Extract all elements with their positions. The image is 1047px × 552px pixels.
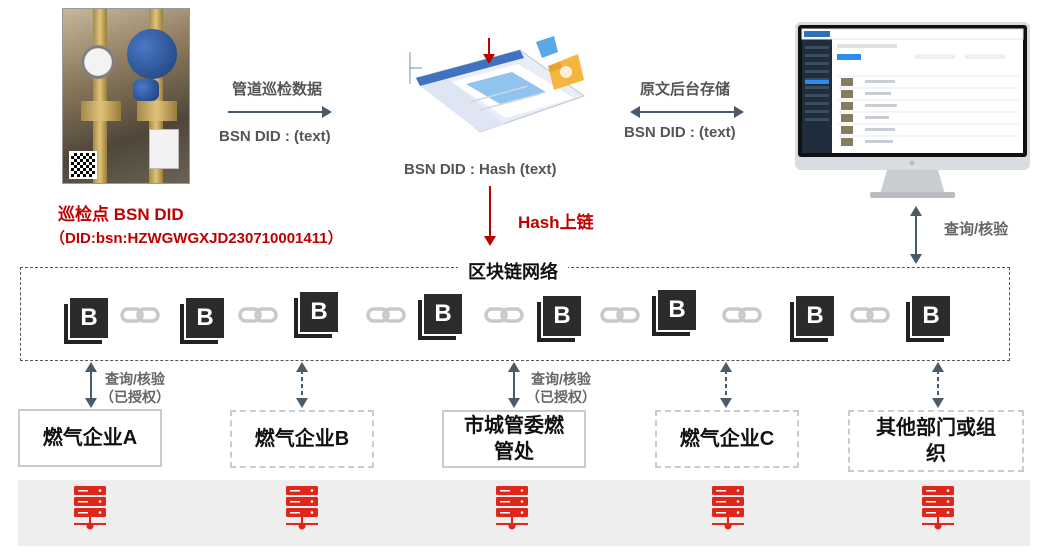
hash-on-chain-label: Hash上链 xyxy=(518,213,594,232)
chain-link-icon xyxy=(366,307,406,323)
double-arrow-icon xyxy=(630,106,744,118)
chain-link-icon xyxy=(238,307,278,323)
org-name-line2: 管处 xyxy=(494,441,534,463)
org-city-management: 市城管委燃管处 xyxy=(442,410,586,468)
org-name: 燃气企业B xyxy=(254,428,350,450)
center-did-label: BSN DID : Hash (text) xyxy=(404,161,557,178)
chain-link-icon xyxy=(120,307,160,323)
query-verify-label-right: 查询/核验 xyxy=(944,221,1009,238)
chain-link-icon xyxy=(484,307,524,323)
other-org-chain-arrow-dashed xyxy=(932,362,944,408)
block-letter: B xyxy=(658,290,696,330)
right-arrow-icon xyxy=(228,106,332,118)
hash-upload-arrow-top xyxy=(483,38,495,64)
block-icon: B xyxy=(180,298,224,344)
block-icon: B xyxy=(652,290,696,336)
org-name-line1: 其他部门或组 xyxy=(876,417,996,439)
server-icon xyxy=(496,486,528,530)
query-verify-line: 查询/核验 xyxy=(105,371,165,387)
block-icon: B xyxy=(537,296,581,342)
org-c-chain-arrow-dashed xyxy=(720,362,732,408)
block-icon: B xyxy=(294,292,338,338)
inspection-point-title: 巡检点 BSN DID xyxy=(58,205,184,224)
org-other-departments: 其他部门或组织 xyxy=(848,410,1024,472)
software-window-icon xyxy=(409,36,586,133)
inspection-point-did: （DID:bsn:HZWGWGXJD230710001411） xyxy=(50,230,343,247)
org-a-chain-arrow xyxy=(85,362,97,408)
server-icon xyxy=(286,486,318,530)
hash-upload-arrow xyxy=(484,186,496,246)
block-letter: B xyxy=(796,296,834,336)
pipeline-data-label: 管道巡检数据 xyxy=(232,81,323,98)
block-letter: B xyxy=(70,298,108,338)
left-did-label: BSN DID : (text) xyxy=(219,128,331,145)
org-b-chain-arrow-dashed xyxy=(296,362,308,408)
block-icon: B xyxy=(418,294,462,340)
right-did-label: BSN DID : (text) xyxy=(624,124,736,141)
server-icon xyxy=(922,486,954,530)
blockchain-network-title: 区块链网络 xyxy=(458,258,568,284)
chain-link-icon xyxy=(600,307,640,323)
org-gas-company-a: 燃气企业A xyxy=(18,409,162,467)
query-verify-line: 查询/核验 xyxy=(531,371,591,387)
block-icon: B xyxy=(790,296,834,342)
block-letter: B xyxy=(543,296,581,336)
block-letter: B xyxy=(424,294,462,334)
inspection-point-photo xyxy=(62,8,190,184)
query-verify-authorized-label: 查询/核验 （已授权） xyxy=(526,370,596,406)
org-name-line2: 织 xyxy=(926,443,946,465)
original-storage-label: 原文后台存储 xyxy=(640,81,731,98)
block-icon: B xyxy=(64,298,108,344)
server-icon xyxy=(74,486,106,530)
org-name: 燃气企业A xyxy=(42,427,138,449)
org-gas-company-b: 燃气企业B xyxy=(230,410,374,468)
monitor-icon xyxy=(795,22,1030,198)
chain-link-icon xyxy=(722,307,762,323)
block-icon: B xyxy=(906,296,950,342)
query-verify-authorized-label: 查询/核验 （已授权） xyxy=(100,370,170,406)
org-name-line1: 市城管委燃 xyxy=(464,415,564,437)
org-gas-company-c: 燃气企业C xyxy=(655,410,799,468)
authorized-line: （已授权） xyxy=(526,389,596,405)
block-letter: B xyxy=(186,298,224,338)
chain-link-icon xyxy=(850,307,890,323)
city-chain-arrow xyxy=(508,362,520,408)
block-letter: B xyxy=(300,292,338,332)
org-name: 燃气企业C xyxy=(679,428,775,450)
authorized-line: （已授权） xyxy=(100,389,170,405)
monitor-chain-double-arrow xyxy=(910,206,922,264)
block-letter: B xyxy=(912,296,950,336)
server-icon xyxy=(712,486,744,530)
